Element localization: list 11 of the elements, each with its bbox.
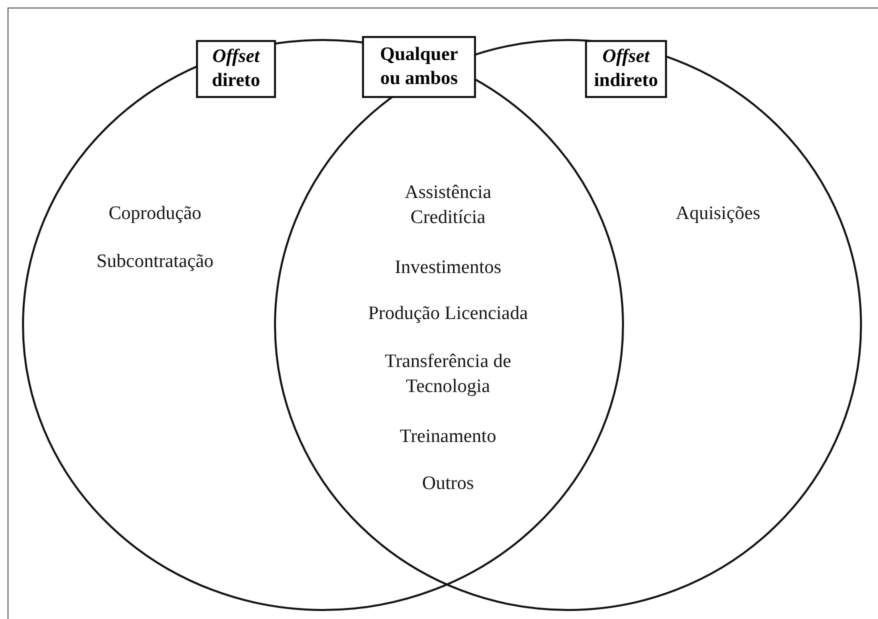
category-text: Coprodução <box>108 202 202 226</box>
category-text: Assistência Creditícia <box>404 181 492 230</box>
category-text: Produção Licenciada <box>368 302 528 326</box>
category-text: Subcontratação <box>96 250 214 274</box>
heading-box: Offset direto <box>196 40 276 98</box>
category-text: Outros <box>422 472 474 496</box>
category-text: Aquisições <box>676 202 760 226</box>
category-text: Investimentos <box>394 256 502 280</box>
heading-box: Offset indireto <box>585 40 667 98</box>
category-text: Treinamento <box>400 425 496 449</box>
category-text: Transferência de Tecnologia <box>384 350 512 399</box>
